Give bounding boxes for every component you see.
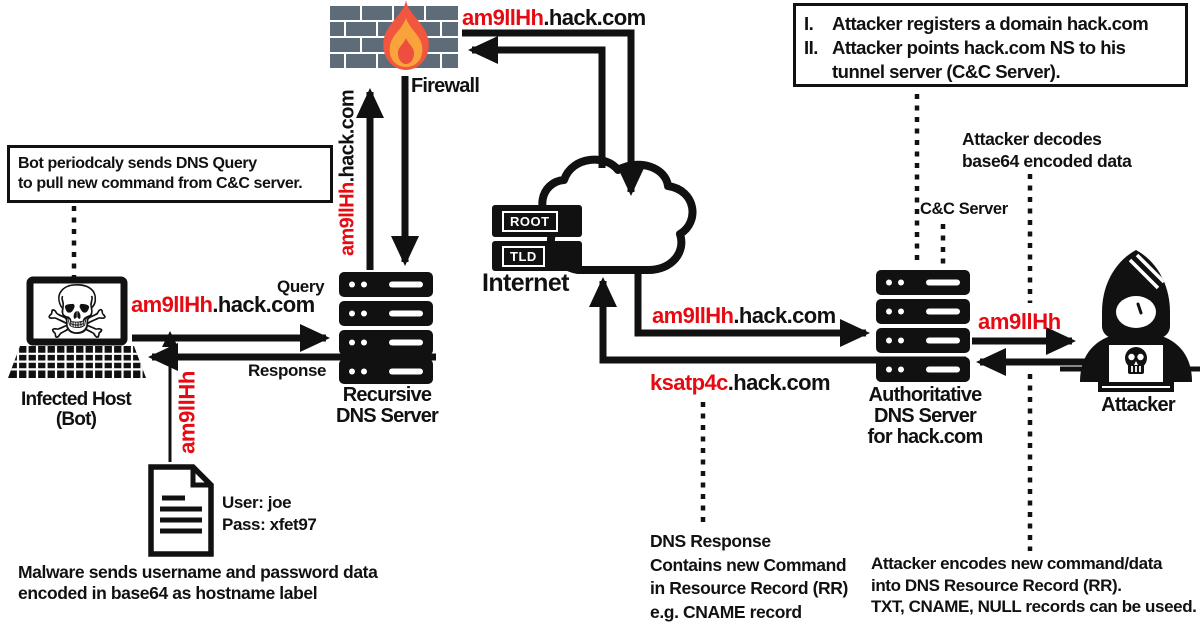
recursive-dns-server-icon — [339, 272, 433, 384]
firewall-to-internet-arrow — [462, 29, 645, 196]
domain-zone: .hack.com — [212, 292, 315, 317]
skull-crossbones-icon: ☠ — [44, 276, 110, 356]
infected-host-label: Infected Host (Bot) — [0, 390, 152, 430]
firewall-brick-wall — [330, 6, 458, 68]
decodes-note-line2: base64 encoded data — [962, 151, 1132, 171]
query-label: Query — [277, 277, 325, 296]
dns-response-note-line3: in Resource Record (RR) — [650, 578, 848, 598]
step-ii-num: II. — [804, 37, 818, 58]
infected-host-line1: Infected Host — [21, 389, 132, 410]
infected-host-line2: (Bot) — [55, 409, 97, 430]
attacker-label: Attacker — [1101, 394, 1175, 416]
dns-response-note-line4: e.g. CNAME record — [650, 601, 802, 622]
attacker-steps-box: I. Attacker registers a domain hack.com … — [793, 3, 1188, 87]
document-icon — [148, 464, 214, 557]
internet-to-authoritative-arrow — [634, 266, 870, 347]
step-ii-text: Attacker points hack.com NS to his tunne… — [832, 36, 1177, 84]
malware-note-line2: encoded in base64 as hostname label — [18, 583, 318, 603]
root-server-box: ROOT — [492, 205, 582, 237]
bot-note-box: Bot periodcaly sends DNS Query to pull n… — [7, 145, 333, 203]
encoded-subdomain: am9llHh — [131, 292, 213, 317]
tld-label: TLD — [502, 246, 545, 267]
encoded-subdomain: am9llHh — [462, 5, 544, 30]
authoritative-dns-label: Authoritative DNS Server for hack.com — [851, 385, 999, 448]
bot-note-line1: Bot periodcaly sends DNS Query — [18, 155, 257, 172]
response-label: Response — [248, 361, 327, 380]
authoritative-to-internet-arrow — [589, 277, 966, 364]
flame-icon — [383, 0, 429, 70]
credentials-label: User: joe Pass: xfet97 — [222, 492, 317, 536]
encodes-note-line1: Attacker encodes new command/data — [871, 554, 1163, 573]
domain-zone: .hack.com — [727, 370, 831, 395]
recursive-dns-label: Recursive DNS Server — [323, 385, 451, 427]
dns-response-note-line1: DNS Response — [650, 531, 771, 551]
dns-response-note-line2: Contains new Command — [650, 554, 847, 575]
top-domain-label: am9llHh.hack.com — [462, 4, 646, 32]
infected-host-icon: ☠ — [8, 276, 146, 378]
domain-zone: .hack.com — [336, 89, 358, 183]
credentials-user: User: joe — [222, 493, 292, 512]
recursive-dns-line2: DNS Server — [335, 405, 439, 427]
tld-server-box: TLD — [492, 241, 582, 271]
step-i-num: I. — [804, 13, 814, 34]
recursive-dns-line1: Recursive — [342, 384, 432, 406]
encoded-subdomain: am9llHh — [652, 303, 734, 328]
encoded-subdomain: am9llHh — [336, 182, 358, 257]
malware-note: Malware sends username and password data… — [18, 562, 378, 604]
decodes-note-line1: Attacker decodes — [962, 129, 1102, 149]
cc-server-label: C&C Server — [920, 200, 1008, 218]
response-domain-label: ksatp4c.hack.com — [650, 369, 831, 397]
exfil-encoded-label: am9llHh — [174, 371, 200, 454]
firewall-domain-label: am9llHh.hack.com — [335, 76, 361, 271]
attacker-icon — [1080, 250, 1192, 392]
bot-note-line2: to pull new command from C&C server. — [18, 175, 303, 192]
dns-response-note: DNS Response Contains new Command in Res… — [650, 530, 848, 624]
encodes-note-line3: TXT, CNAME, NULL records can be useed. — [871, 597, 1197, 616]
domain-zone: .hack.com — [543, 5, 646, 30]
credentials-pass: Pass: xfet97 — [222, 515, 317, 534]
forwarded-domain-label: am9llHh.hack.com — [652, 302, 836, 330]
step-ii-line1: Attacker points hack.com NS to his — [832, 37, 1126, 58]
firewall-label: Firewall — [411, 75, 480, 97]
malware-note-line1: Malware sends username and password data — [18, 562, 378, 582]
authoritative-dns-server-icon — [876, 270, 970, 382]
encodes-note-line2: into DNS Resource Record (RR). — [871, 575, 1122, 595]
step-ii-line2: tunnel server (C&C Server). — [832, 61, 1061, 82]
domain-zone: .hack.com — [733, 303, 836, 328]
skull-icon — [1125, 347, 1147, 374]
internet-to-firewall-arrow — [468, 36, 606, 168]
decodes-note: Attacker decodes base64 encoded data — [962, 128, 1132, 172]
attacker-face — [1116, 296, 1156, 328]
authoritative-dns-line3: for hack.com — [867, 426, 984, 448]
response-encoded-subdomain: ksatp4c — [650, 370, 728, 395]
authoritative-dns-line2: DNS Server — [873, 405, 977, 427]
query-domain-label: am9llHh.hack.com — [131, 291, 315, 319]
tunnel-encoded-label: am9llHh — [978, 309, 1061, 334]
root-label: ROOT — [502, 211, 558, 232]
step-i-text: Attacker registers a domain hack.com — [832, 13, 1149, 34]
internet-label: Internet — [482, 269, 569, 297]
authoritative-dns-line1: Authoritative — [868, 384, 983, 406]
encodes-note: Attacker encodes new command/data into D… — [871, 553, 1197, 618]
